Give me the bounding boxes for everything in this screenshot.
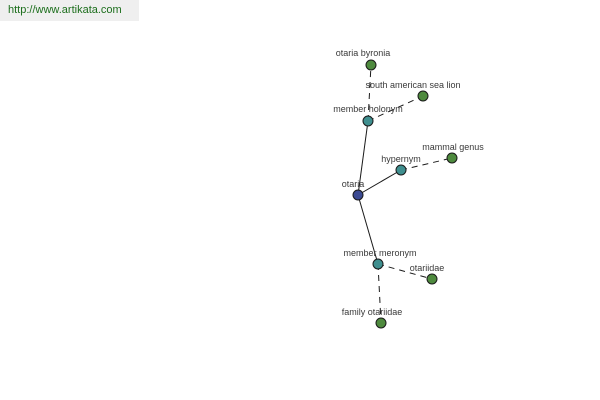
label-otariidae: otariidae	[410, 263, 445, 273]
edge-member-meronym-otariidae	[377, 263, 433, 280]
edge-otaria-member-meronym	[357, 194, 379, 265]
site-url-link[interactable]: http://www.artikata.com	[0, 0, 139, 21]
edge-otaria-hypernym	[357, 169, 402, 196]
node-mammal-genus[interactable]	[446, 152, 458, 164]
label-otaria-byronia: otaria byronia	[336, 48, 391, 58]
label-member-holonym: member holonym	[333, 104, 403, 114]
node-south-american-sea-lion[interactable]	[417, 90, 429, 102]
edge-hypernym-mammal-genus	[400, 157, 453, 171]
label-south-american-sea-lion: south american sea lion	[365, 80, 460, 90]
node-otariidae[interactable]	[426, 273, 438, 285]
label-member-meronym: member meronym	[343, 248, 416, 258]
label-mammal-genus: mammal genus	[422, 142, 484, 152]
node-otaria-byronia[interactable]	[365, 59, 377, 71]
label-family-otariidae: family otariidae	[342, 307, 403, 317]
node-member-meronym[interactable]	[372, 258, 384, 270]
edge-member-meronym-family-otariidae	[377, 263, 382, 324]
edge-otaria-member-holonym	[357, 120, 369, 196]
label-otaria: otaria	[342, 179, 365, 189]
node-otaria[interactable]	[352, 189, 364, 201]
label-hypernym: hypernym	[381, 154, 421, 164]
node-family-otariidae[interactable]	[375, 317, 387, 329]
node-hypernym[interactable]	[395, 164, 407, 176]
node-member-holonym[interactable]	[362, 115, 374, 127]
edge-member-holonym-otaria-byronia	[367, 64, 372, 122]
